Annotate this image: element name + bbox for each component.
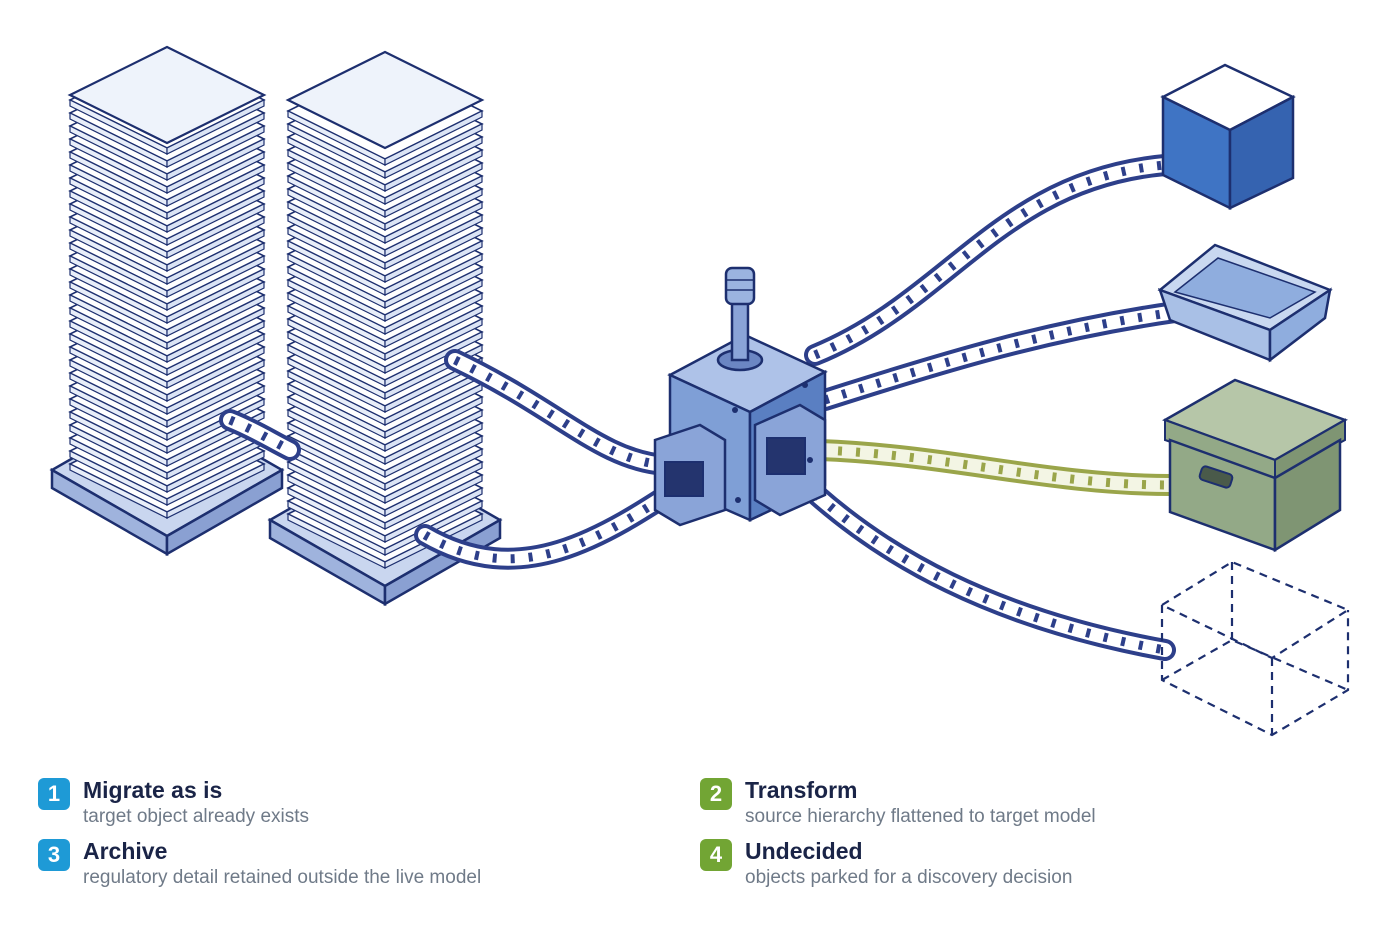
migration-diagram	[49, 45, 1351, 737]
legend-item-undecided: 4 Undecided objects parked for a discove…	[700, 831, 1320, 888]
legend-item-transform: 2 Transform source hierarchy flattened t…	[700, 770, 1320, 827]
legend-title: Transform	[745, 777, 858, 803]
junction-box-icon	[653, 266, 828, 527]
legend-title: Migrate as is	[83, 777, 223, 803]
badge-4: 4	[700, 839, 732, 871]
badge-1: 1	[38, 778, 70, 810]
legend: 1 Migrate as is target object already ex…	[0, 770, 1400, 920]
legend-description: objects parked for a discovery decision	[745, 867, 1073, 888]
dashed-cube-icon	[1159, 560, 1351, 737]
legend-description: source hierarchy flattened to target mod…	[745, 806, 1096, 827]
legend-item-archive: 3 Archive regulatory detail retained out…	[38, 831, 658, 888]
legend-title: Archive	[83, 838, 168, 864]
source-stack-right	[267, 50, 503, 607]
solid-cube-icon	[1160, 63, 1296, 211]
rails	[219, 154, 1186, 661]
open-tray-icon	[1157, 243, 1333, 363]
legend-description: target object already exists	[83, 806, 310, 827]
legend-item-migrate: 1 Migrate as is target object already ex…	[38, 770, 658, 827]
legend-description: regulatory detail retained outside the l…	[83, 867, 482, 888]
badge-2: 2	[700, 778, 732, 810]
legend-title: Undecided	[745, 838, 863, 864]
archive-box-icon	[1162, 378, 1348, 553]
source-stack-left	[49, 45, 285, 557]
badge-3: 3	[38, 839, 70, 871]
